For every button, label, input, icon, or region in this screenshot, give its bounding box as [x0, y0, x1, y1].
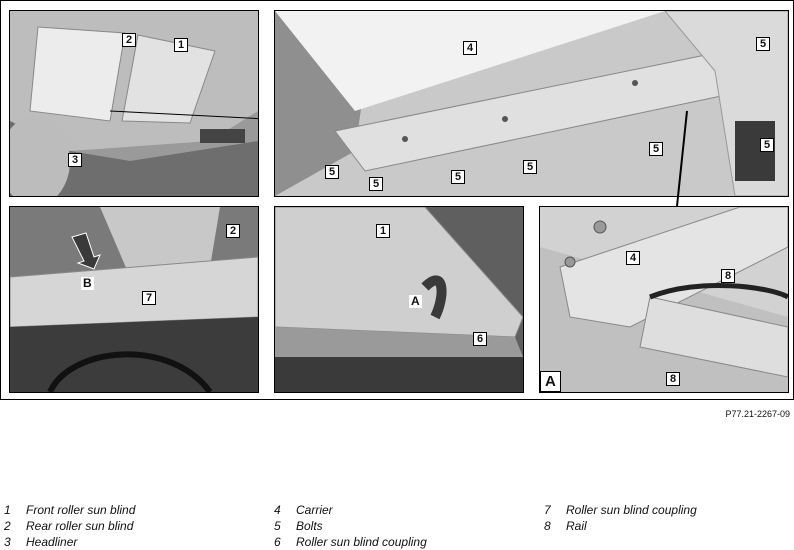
- callout-7: 7: [142, 291, 156, 305]
- callout-5f: 5: [325, 165, 339, 179]
- reference-code: P77.21-2267-09: [725, 409, 790, 419]
- callout-5a: 5: [756, 37, 770, 51]
- carrier-illustration: [275, 11, 788, 196]
- callout-8a: 8: [721, 269, 735, 283]
- photo-rear-blind-coupling: B 2 7: [9, 206, 259, 393]
- callout-5g: 5: [369, 177, 383, 191]
- detail-connector: [676, 110, 688, 207]
- detail-label: A: [540, 371, 561, 392]
- callout-5b: 5: [649, 142, 663, 156]
- figure-frame: 2 1 3 4 5 5 5 5 5 5 5: [0, 0, 794, 400]
- callout-1: 1: [376, 224, 390, 238]
- callout-3: 3: [68, 153, 82, 167]
- callout-4: 4: [463, 41, 477, 55]
- callout-6: 6: [473, 332, 487, 346]
- callout-1: 1: [174, 38, 188, 52]
- photo-front-blind-coupling: A 1 6: [274, 206, 524, 393]
- arrow-label-b: B: [81, 276, 94, 290]
- callout-5e: 5: [451, 170, 465, 184]
- detail-illustration: [540, 207, 788, 392]
- callout-2: 2: [226, 224, 240, 238]
- front-blind-illustration: [275, 207, 523, 392]
- arrow-label-a: A: [409, 294, 422, 308]
- callout-2: 2: [122, 33, 136, 47]
- callout-5d: 5: [523, 160, 537, 174]
- photo-headliner-overview: 2 1 3: [9, 10, 259, 197]
- rear-blind-illustration: [10, 207, 258, 392]
- callout-5c: 5: [760, 138, 774, 152]
- photo-carrier-bolts: 4 5 5 5 5 5 5 5: [274, 10, 789, 197]
- callout-8b: 8: [666, 372, 680, 386]
- callout-4: 4: [626, 251, 640, 265]
- photo-detail-carrier-rail: A 4 8 8: [539, 206, 789, 393]
